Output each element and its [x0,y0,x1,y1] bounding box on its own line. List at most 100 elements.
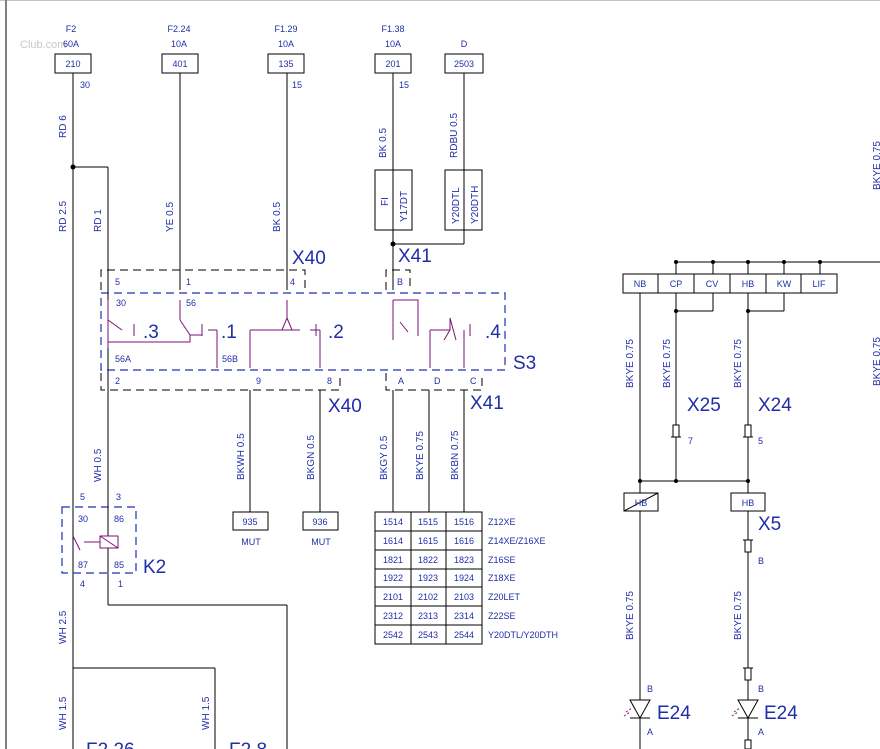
hb-box-left: HB [623,492,659,512]
x41b-label: X41 [470,393,504,414]
svg-text:HB: HB [742,279,755,289]
wire-label: WH 2.5 [58,610,69,644]
fuse-amp: 10A [385,39,401,49]
wire-label: YE 0.5 [165,202,176,232]
svg-text:E24: E24 [657,703,691,724]
fuse-pin: 30 [80,80,90,90]
svg-text:Z20LET: Z20LET [488,592,521,602]
fuse-f2-24: F2.24 10A 401 [161,24,199,74]
fuse-code: 210 [65,59,80,69]
svg-text:E24: E24 [764,703,798,724]
wire-label: BKGN 0.5 [306,435,317,480]
bus-label-row: NB CP CV HB KW LIF [622,273,838,294]
fuse-amp: 10A [171,39,187,49]
svg-text:Y20DTL: Y20DTL [451,187,462,224]
svg-text:1821: 1821 [383,555,403,565]
svg-text:1615: 1615 [418,536,438,546]
wire-label: BKYE 0.75 [733,591,744,640]
bottom-label: F2.8 [229,740,267,749]
svg-text:2102: 2102 [418,592,438,602]
watermark: Club.com [20,39,66,51]
svg-text:B: B [758,684,764,694]
svg-text:1923: 1923 [418,573,438,583]
wire-label: RD 1 [93,209,104,232]
svg-text:.3: .3 [143,322,159,343]
svg-text:CV: CV [706,279,719,289]
fuse-name: F1.38 [381,24,404,34]
svg-text:CP: CP [670,279,683,289]
svg-text:2101: 2101 [383,592,403,602]
svg-text:MUT: MUT [241,537,261,547]
svg-text:5: 5 [758,436,763,446]
wire-label: RD 6 [58,115,69,138]
svg-text:B: B [397,277,403,287]
fuse-code: 2503 [454,59,474,69]
svg-text:B: B [647,684,653,694]
svg-text:56: 56 [186,298,196,308]
svg-text:85: 85 [114,560,124,570]
x40-label: X40 [292,248,326,269]
wire-label: BKYE 0.75 [872,337,880,386]
svg-text:2542: 2542 [383,630,403,640]
svg-text:56B: 56B [222,354,238,364]
x40b-label: X40 [328,396,362,417]
variant-box-y20: Y20DTL Y20DTH [444,169,483,231]
svg-text:FI: FI [380,197,391,206]
svg-text:Z22SE: Z22SE [488,611,516,621]
wire-label: RDBU 0.5 [449,113,460,158]
wire-label: BKYE 0.75 [872,141,880,190]
fuse-d: D 2503 [444,39,484,74]
s3-enclosure [100,292,506,371]
svg-text:2103: 2103 [454,592,474,602]
svg-text:2312: 2312 [383,611,403,621]
svg-text:Y17DT: Y17DT [399,191,410,222]
wire-label: WH 1.5 [201,696,212,730]
svg-text:9: 9 [256,376,261,386]
svg-text:1: 1 [118,579,123,589]
svg-text:1514: 1514 [383,517,403,527]
svg-text:2314: 2314 [454,611,474,621]
svg-text:30: 30 [78,514,88,524]
wire-label: BKGY 0.5 [379,435,390,480]
svg-text:Z16SE: Z16SE [488,555,516,565]
fuse-name: F2.24 [167,24,190,34]
fuse-name: D [461,39,468,49]
fuse-f1-38: F1.38 10A 201 15 [374,24,412,90]
svg-text:2: 2 [115,376,120,386]
wire-label: BKYE 0.75 [625,591,636,640]
table-row: 2101 2102 2103 Z20LET [383,592,521,602]
svg-text:.4: .4 [485,322,501,343]
engine-code-table: 1514 1515 1516 Z12XE 1614 1615 1616 Z14X… [374,511,558,645]
svg-text:Y20DTH: Y20DTH [470,186,481,224]
svg-text:2313: 2313 [418,611,438,621]
table-row: 2542 2543 2544 Y20DTL/Y20DTH [383,630,558,640]
x5-label: X5 [758,514,781,535]
svg-text:Z12XE: Z12XE [488,517,516,527]
fuse-name: F1.29 [274,24,297,34]
svg-text:2544: 2544 [454,630,474,640]
table-row: 1614 1615 1616 Z14XE/Z16XE [383,536,546,546]
wire-label: BKYE 0.75 [625,339,636,388]
relay-k2: 5 3 30 86 87 85 4 1 K2 [61,492,166,589]
svg-text:1822: 1822 [418,555,438,565]
svg-text:935: 935 [242,517,257,527]
svg-text:D: D [434,376,441,386]
fuse-f1-29: F1.29 10A 135 15 [267,24,305,90]
connector-x25: X25 7 [671,395,721,446]
table-row: 2312 2313 2314 Z22SE [383,611,516,621]
svg-text:2543: 2543 [418,630,438,640]
svg-text:HB: HB [742,498,755,508]
svg-text:5: 5 [115,277,120,287]
fuse-code: 201 [385,59,400,69]
svg-text:4: 4 [290,277,295,287]
svg-text:56A: 56A [115,354,131,364]
wire-label: BKYE 0.75 [415,431,426,480]
s3-2-label: .2 [328,322,344,343]
x41-label: X41 [398,246,432,267]
svg-text:1922: 1922 [383,573,403,583]
svg-text:Z18XE: Z18XE [488,573,516,583]
svg-text:5: 5 [80,492,85,502]
svg-text:8: 8 [327,376,332,386]
wire-label: BKBN 0.75 [450,430,461,480]
